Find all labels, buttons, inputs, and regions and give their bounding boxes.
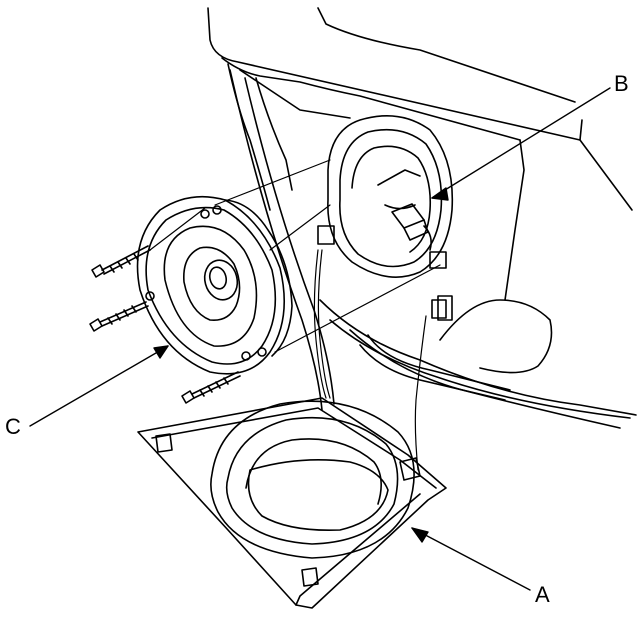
alignment-lines [149,159,441,353]
callout-a: A [535,582,550,607]
speaker-bracket [137,397,447,609]
screw-upper-left [91,245,151,278]
callout-c: C [5,414,21,439]
callout-b: B [614,71,629,96]
mounting-screws [89,245,241,404]
speaker-opening [317,114,454,319]
leader-line-b [431,87,611,199]
leader-arrow-a [411,527,429,543]
speaker-connector [391,203,432,251]
leader-arrow-c [153,345,169,359]
door-panel [207,7,637,429]
screw-bottom [181,371,241,404]
leader-line-c [29,345,169,427]
speaker [136,195,293,375]
wire-harness [313,249,427,471]
leader-lines [29,87,611,591]
leader-line-a [411,527,531,591]
leader-arrow-b [431,187,449,201]
screw-mid-left [89,301,149,332]
